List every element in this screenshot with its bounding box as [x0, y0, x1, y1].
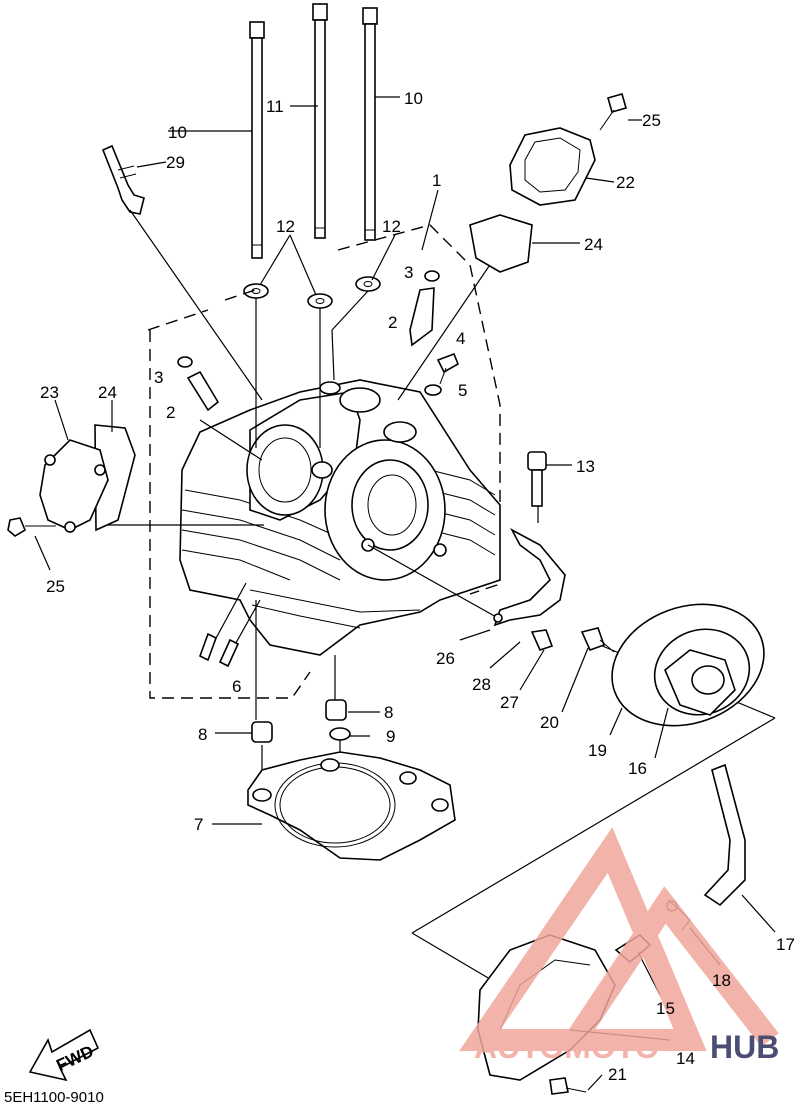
- forward-arrow-icon: FWD: [28, 1028, 100, 1082]
- washers: [243, 276, 381, 309]
- watermark-logo: AUTOMOTO HUB: [459, 827, 779, 1065]
- bolt-13: [527, 451, 547, 507]
- callout-20: 20: [540, 713, 559, 732]
- callout-14: 14: [676, 1049, 695, 1068]
- side-gasket: [493, 528, 566, 651]
- callout-22: 22: [616, 173, 635, 192]
- dowels: [251, 699, 351, 743]
- callout-17: 17: [776, 935, 795, 954]
- callout-19: 19: [588, 741, 607, 760]
- watermark-brand-dark: HUB: [710, 1029, 779, 1065]
- studs-6: [199, 632, 240, 668]
- callout-11: 11: [266, 97, 284, 116]
- cam-cover: [580, 603, 765, 727]
- valve-cover-left: [7, 424, 136, 537]
- callout-3: 3: [404, 263, 413, 282]
- callout-18: 18: [712, 971, 731, 990]
- callout-28: 28: [472, 675, 491, 694]
- callout-3: 3: [154, 368, 163, 387]
- callout-1: 1: [432, 171, 441, 190]
- head-gasket: [247, 751, 456, 861]
- callout-5: 5: [458, 381, 467, 400]
- valve-cover-right: [469, 93, 627, 273]
- callout-4: 4: [456, 329, 465, 348]
- callout-13: 13: [576, 457, 595, 476]
- callout-26: 26: [436, 649, 455, 668]
- callout-21: 21: [608, 1065, 627, 1084]
- callout-8: 8: [198, 725, 207, 744]
- callout-2: 2: [388, 313, 397, 332]
- callout-12: 12: [276, 217, 295, 236]
- callout-16: 16: [628, 759, 647, 778]
- stud-bolts: [249, 3, 378, 259]
- callout-10: 10: [168, 123, 187, 142]
- callout-25: 25: [46, 577, 65, 596]
- callout-6: 6: [232, 677, 241, 696]
- callout-29: 29: [166, 153, 185, 172]
- callout-2: 2: [166, 403, 175, 422]
- callout-labels: 10 11 10 29 12 12 1 24 25 22 3 2 4 5 3 2…: [40, 89, 795, 1084]
- spark-plug: [101, 144, 263, 401]
- callout-12: 12: [382, 217, 401, 236]
- valve-guides: [177, 270, 440, 412]
- cylinder-head: [179, 379, 501, 656]
- callout-7: 7: [194, 815, 203, 834]
- callout-24: 24: [584, 235, 603, 254]
- callout-23: 23: [40, 383, 59, 402]
- small-bolt-4: [424, 352, 460, 396]
- callout-24: 24: [98, 383, 117, 402]
- callout-25: 25: [642, 111, 661, 130]
- watermark-brand-light: AUTOMOTO: [474, 1029, 659, 1065]
- breather-hose: [703, 763, 746, 907]
- callout-15: 15: [656, 999, 675, 1018]
- callout-9: 9: [386, 727, 395, 746]
- drawing-code: 5EH1100-9010: [4, 1089, 104, 1106]
- callout-27: 27: [500, 693, 519, 712]
- callout-10: 10: [404, 89, 423, 108]
- callout-8: 8: [384, 703, 393, 722]
